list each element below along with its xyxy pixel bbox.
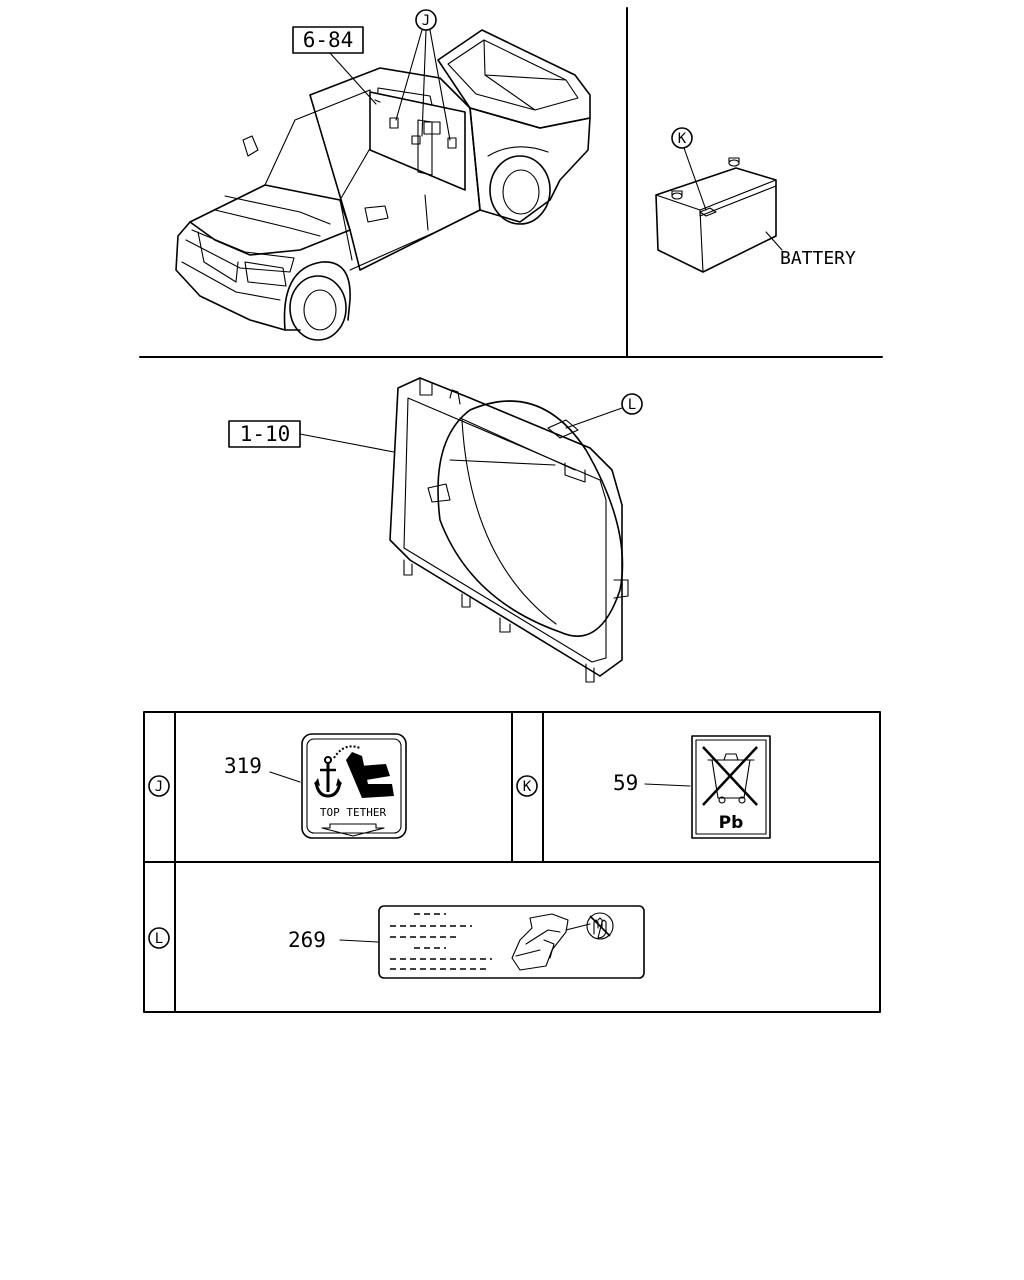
fan-shroud-callout-leader — [565, 407, 623, 429]
battery-callout-leader — [683, 147, 707, 211]
top-tether-text: TOP TETHER — [320, 806, 387, 819]
part-number-269: 269 — [288, 928, 326, 952]
battery-label-leader — [765, 231, 783, 251]
battery-label: BATTERY — [780, 248, 856, 269]
battery-illustration — [655, 157, 777, 273]
table-letter-j-text: J — [155, 779, 163, 795]
part-number-59-leader — [644, 783, 691, 787]
fan-shroud-ref-leader — [299, 433, 395, 453]
fan-shroud-ref-number: 1-10 — [240, 422, 291, 446]
truck-ref-leader — [329, 52, 377, 105]
battery-callout-k-letter: K — [678, 131, 687, 147]
truck-ref-box[interactable]: 6-84 — [292, 26, 364, 54]
part-number-319-leader — [269, 771, 301, 783]
truck-callout-j[interactable]: J — [415, 9, 437, 31]
battery-callout-k[interactable]: K — [671, 127, 693, 149]
hand-warning-icon — [586, 912, 614, 940]
fan-shroud-illustration — [389, 377, 629, 683]
truck-callout-j-leaders — [395, 29, 451, 141]
table-cell-k: K 59 Pb — [516, 735, 771, 839]
fan-shroud-callout-l-letter: L — [628, 397, 636, 413]
table-letter-j: J — [148, 775, 170, 797]
table-cell-l: L 269 — [148, 905, 645, 979]
warning-text-placeholder — [390, 913, 492, 970]
pb-text: Pb — [719, 813, 744, 833]
part-number-319: 319 — [224, 754, 262, 778]
table-letter-l: L — [148, 927, 170, 949]
anchor-seat-icon — [314, 745, 394, 798]
table-cell-j: J 319 TOP TETHER — [148, 733, 407, 839]
truck-callout-j-letter: J — [422, 13, 430, 29]
down-arrow-icon — [321, 823, 385, 837]
truck-ref-number: 6-84 — [303, 28, 354, 52]
fan-hand-illustration — [511, 913, 591, 971]
table-letter-k: K — [516, 775, 538, 797]
fan-shroud-ref-box[interactable]: 1-10 — [228, 420, 301, 448]
recycling-label: Pb — [691, 735, 771, 839]
fan-warning-label — [378, 905, 645, 979]
part-number-59: 59 — [613, 771, 638, 795]
table-letter-k-text: K — [523, 779, 532, 795]
part-number-269-leader — [339, 939, 379, 943]
pickup-truck-illustration — [175, 29, 591, 341]
top-tether-label: TOP TETHER — [301, 733, 407, 839]
fan-shroud-callout-l[interactable]: L — [621, 393, 643, 415]
crossed-bin-icon — [702, 746, 758, 806]
table-letter-l-text: L — [155, 931, 163, 947]
label-table — [143, 711, 881, 1013]
